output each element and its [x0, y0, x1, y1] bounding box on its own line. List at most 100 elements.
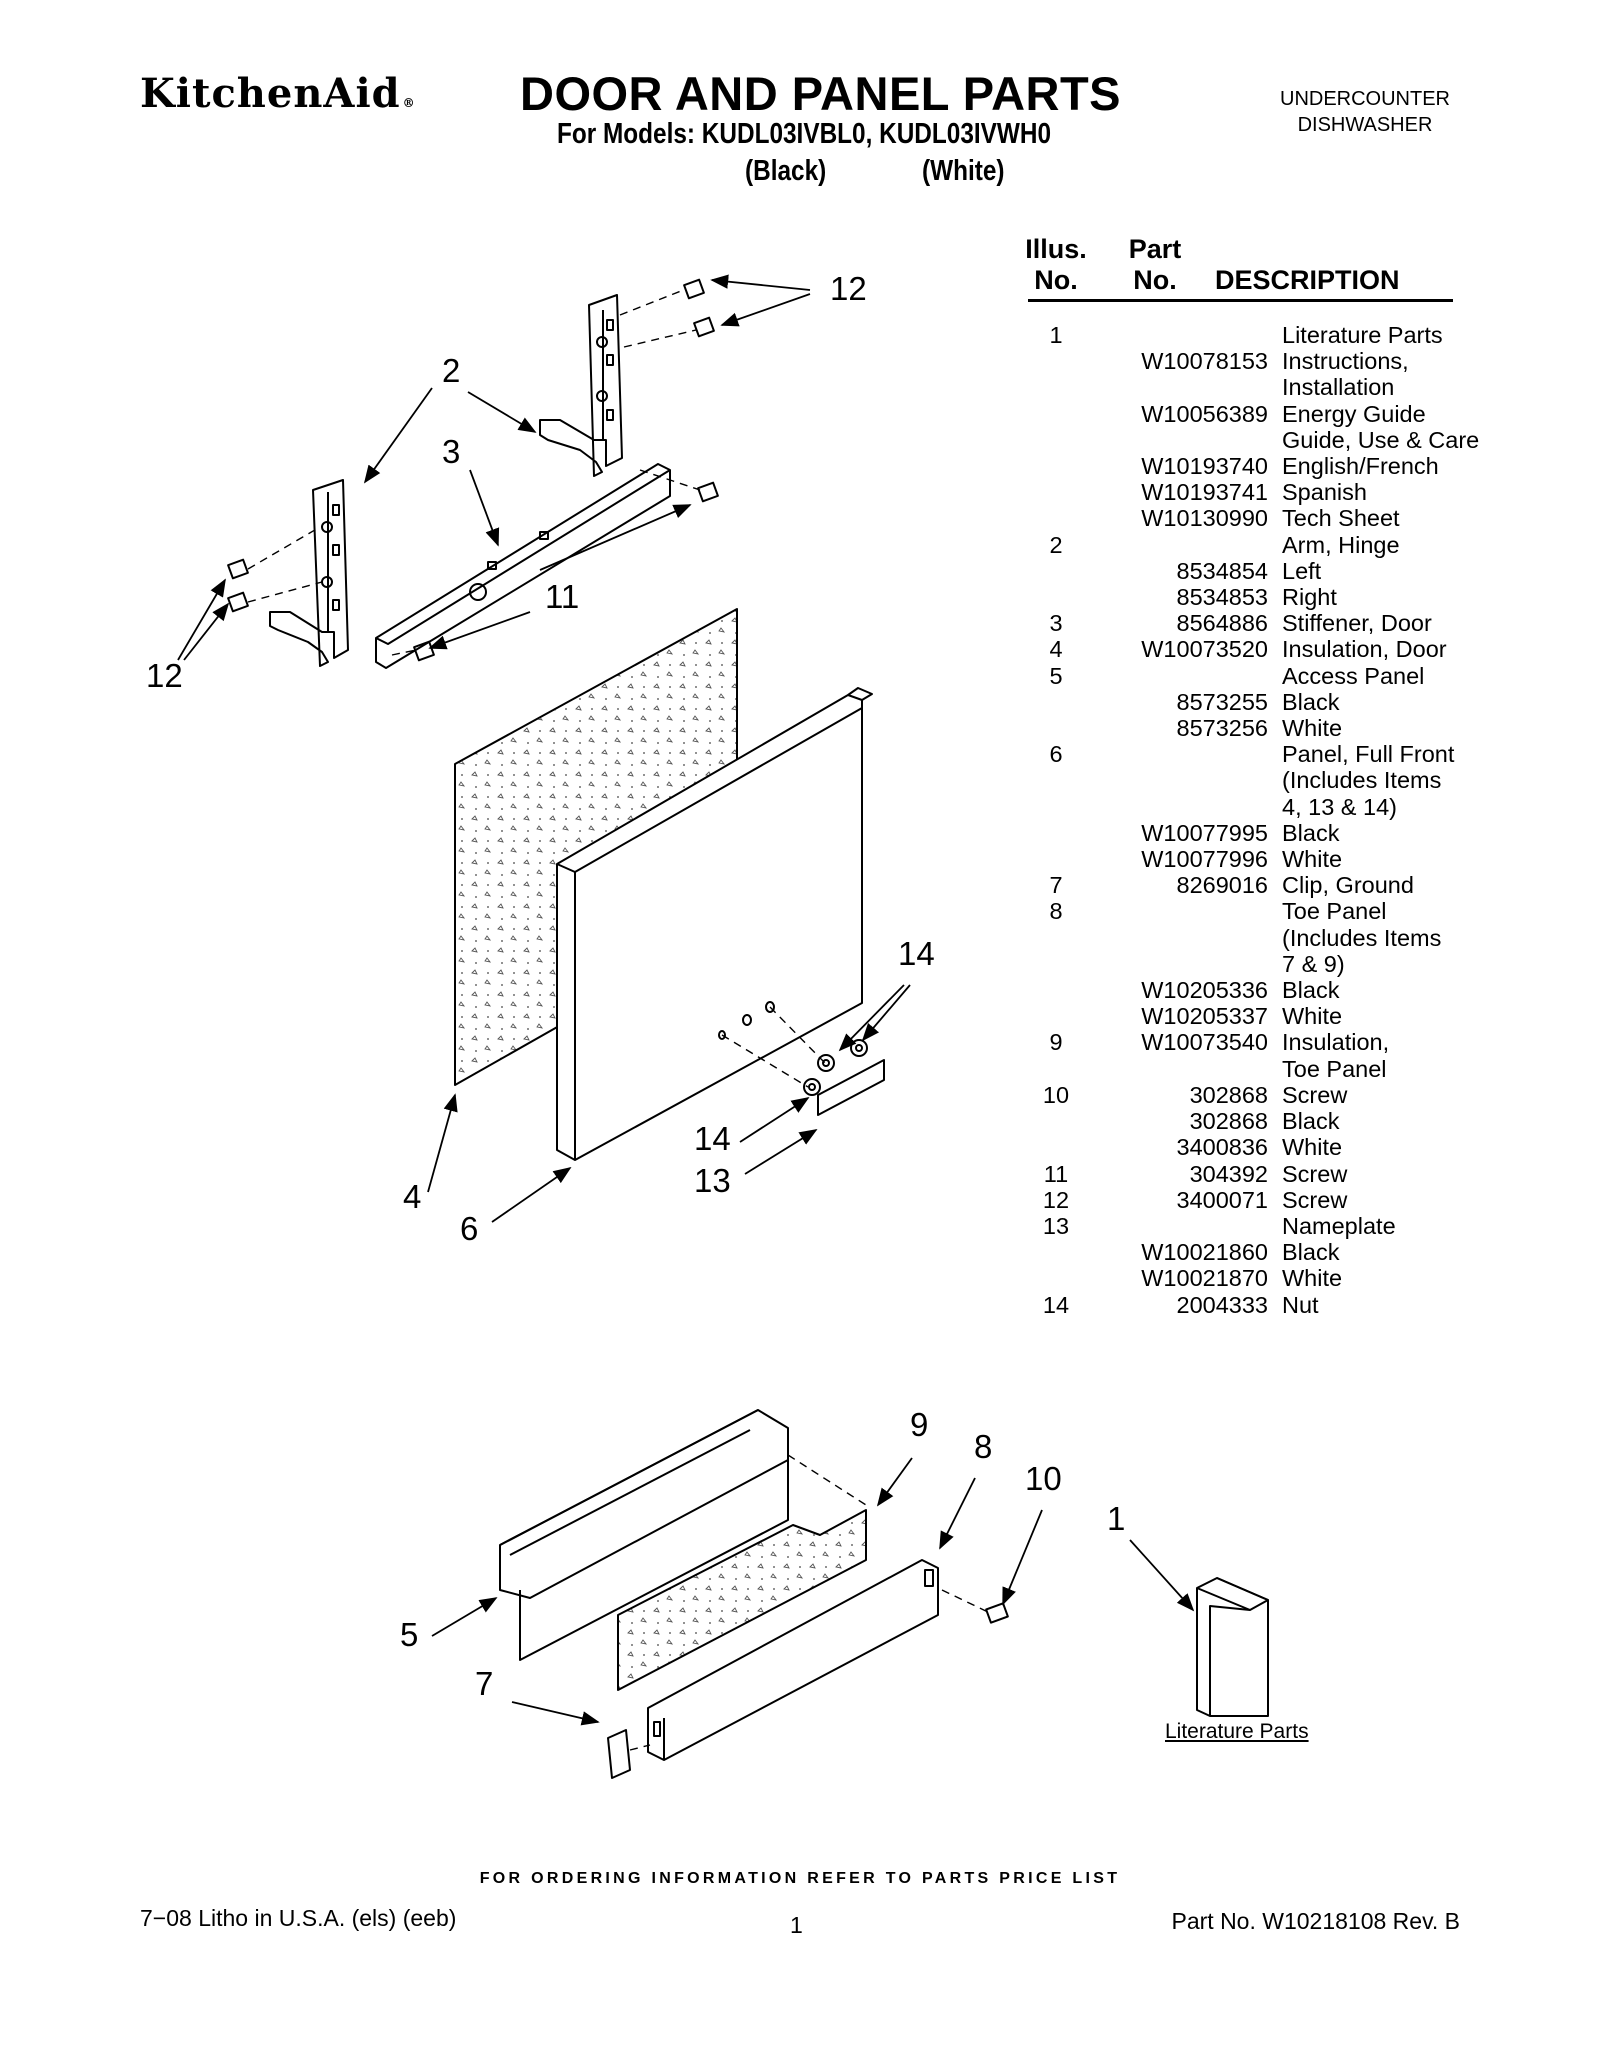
part-number: W10077995 — [1141, 819, 1268, 846]
leader-arrows — [177, 274, 1195, 1726]
illus-number: 3 — [1049, 610, 1063, 637]
access-panel — [499, 1409, 789, 1661]
part-description: Instructions, — [1282, 348, 1409, 375]
part-description: Black — [1282, 977, 1340, 1004]
illus-number: 5 — [1049, 662, 1063, 689]
part-number: 302868 — [1189, 1081, 1268, 1108]
nuts — [803, 1039, 868, 1096]
door-stiffener — [375, 463, 671, 669]
part-number: W10205337 — [1141, 1003, 1268, 1030]
part-description: Black — [1282, 1108, 1340, 1135]
brand-name: KitchenAid — [140, 70, 401, 117]
part-description: Nameplate — [1282, 1212, 1396, 1239]
table-row: W10021870 White — [1028, 1265, 1479, 1291]
illus-number: 2 — [1049, 531, 1063, 558]
models-line: For Models: KUDL03IVBL0, KUDL03IVWH0 — [557, 118, 1052, 150]
part-description: Insulation, Door — [1282, 636, 1447, 663]
illus-number: 14 — [1042, 1291, 1070, 1318]
part-number: 302868 — [1189, 1108, 1268, 1135]
table-row: Installation — [1028, 374, 1479, 400]
table-row: 6 Panel, Full Front — [1028, 741, 1479, 767]
part-description: Screw — [1282, 1081, 1348, 1108]
litho-note: 7−08 Litho in U.S.A. (els) (eeb) — [140, 1905, 457, 1931]
table-row: (Includes Items — [1028, 767, 1479, 793]
callout-5: 5 — [400, 1616, 419, 1653]
part-description: Toe Panel — [1282, 1055, 1387, 1082]
nameplate — [817, 1059, 885, 1116]
callout-10: 10 — [1025, 1460, 1062, 1497]
part-number: 3400071 — [1176, 1186, 1269, 1213]
illus-number: 13 — [1042, 1212, 1070, 1239]
part-description: (Includes Items — [1282, 924, 1442, 951]
part-number: 304392 — [1189, 1160, 1268, 1187]
col-part-line2: No. — [1133, 265, 1177, 295]
illus-number: 11 — [1043, 1160, 1069, 1187]
part-description: Access Panel — [1282, 662, 1425, 689]
callout-13: 13 — [694, 1162, 731, 1199]
table-row: (Includes Items — [1028, 925, 1479, 951]
callout-9: 9 — [910, 1406, 929, 1443]
illus-number: 9 — [1049, 1029, 1063, 1056]
table-row: Toe Panel — [1028, 1056, 1479, 1082]
col-description-header: DESCRIPTION — [1215, 265, 1400, 295]
table-row: 7 & 9) — [1028, 951, 1479, 977]
part-description: Black — [1282, 1239, 1340, 1266]
part-number: 3400836 — [1176, 1134, 1269, 1161]
part-number: W10073540 — [1141, 1029, 1268, 1056]
table-row: 4, 13 & 14) — [1028, 794, 1479, 820]
page-number: 1 — [790, 1912, 803, 1938]
part-description: Spanish — [1282, 479, 1367, 506]
part-description: White — [1282, 715, 1343, 742]
part-number: W10193740 — [1141, 453, 1268, 480]
callout-12-top: 12 — [830, 270, 867, 307]
page-title: DOOR AND PANEL PARTS — [520, 67, 1122, 120]
assembly-lines — [247, 288, 989, 1751]
col-illus-line1: Illus. — [1025, 234, 1087, 264]
callout-4: 4 — [403, 1178, 422, 1215]
part-description: White — [1282, 1134, 1343, 1161]
callout-12-left: 12 — [146, 657, 183, 694]
literature-parts-booklet — [1196, 1577, 1269, 1717]
part-description: Black — [1282, 688, 1340, 715]
part-description: White — [1282, 1265, 1343, 1292]
part-number: W10073520 — [1141, 636, 1268, 663]
color-white-label: (White) — [922, 155, 1005, 187]
part-number: W10056389 — [1141, 400, 1268, 427]
callout-14-bottom: 14 — [694, 1120, 731, 1157]
table-header-rule — [1028, 299, 1453, 302]
toe-panel — [647, 1559, 939, 1761]
ground-clip — [607, 1729, 631, 1779]
table-row: 8573255 Black — [1028, 689, 1479, 715]
part-description: Black — [1282, 819, 1340, 846]
color-black-label: (Black) — [745, 155, 827, 187]
part-description: Panel, Full Front — [1282, 741, 1455, 768]
part-number: 8573255 — [1176, 688, 1269, 715]
part-number: W10021870 — [1141, 1265, 1268, 1292]
illus-number: 6 — [1049, 741, 1063, 768]
callout-8: 8 — [974, 1428, 993, 1465]
table-row: 13 Nameplate — [1028, 1213, 1479, 1239]
part-description: White — [1282, 846, 1343, 873]
part-description: Screw — [1282, 1160, 1348, 1187]
illus-number: 12 — [1042, 1186, 1070, 1213]
part-description: Arm, Hinge — [1282, 531, 1400, 558]
part-description: 4, 13 & 14) — [1282, 793, 1397, 820]
part-description: (Includes Items — [1282, 767, 1442, 794]
part-number: 8534854 — [1176, 557, 1269, 584]
table-row: 3400836 White — [1028, 1134, 1479, 1160]
table-row: 2 Arm, Hinge — [1028, 532, 1479, 558]
part-number: 2004333 — [1176, 1291, 1269, 1318]
part-description: Nut — [1282, 1291, 1319, 1318]
part-number: W10205336 — [1141, 977, 1268, 1004]
document-part-number: Part No. W10218108 Rev. B — [1171, 1908, 1461, 1934]
col-part-line1: Part — [1128, 234, 1182, 264]
part-number: 8564886 — [1176, 610, 1269, 637]
